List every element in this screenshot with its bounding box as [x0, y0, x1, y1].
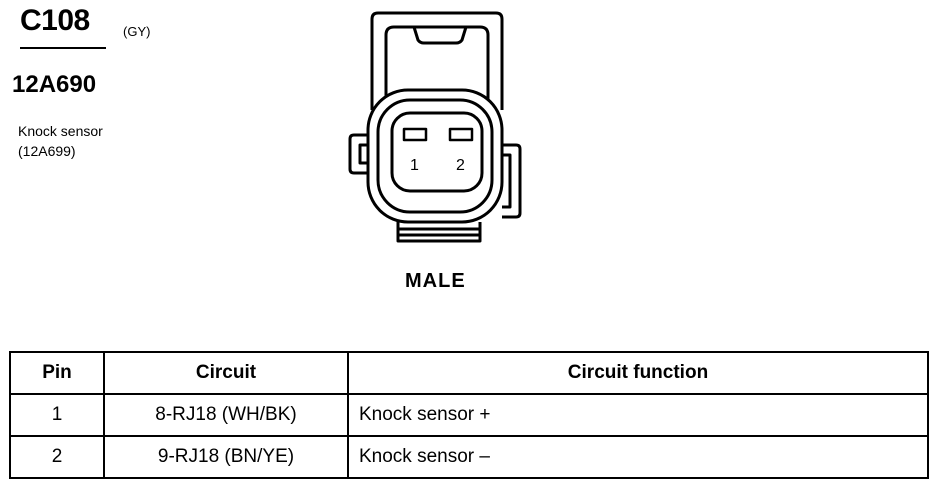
function-cell: Knock sensor + — [347, 393, 929, 437]
pin-cell: 1 — [9, 393, 105, 437]
connector-tab-right-inner — [502, 153, 512, 209]
header-circuit: Circuit — [103, 351, 349, 395]
connector-id-underline — [20, 47, 106, 49]
connector-tab-left — [348, 133, 368, 175]
connector-id: C108 — [20, 4, 90, 37]
connector-latch — [370, 11, 504, 110]
pin-2-terminal — [448, 127, 474, 142]
pin-2-label: 2 — [456, 157, 465, 174]
component-description: Knock sensor (12A699) — [18, 121, 103, 161]
function-cell: Knock sensor – — [347, 435, 929, 479]
connector-grip — [396, 222, 482, 243]
table-row: 2 9-RJ18 (BN/YE) Knock sensor – — [9, 435, 929, 479]
connector-tab-right — [502, 143, 522, 219]
connector-latch-notch — [412, 26, 468, 45]
table-header-row: Pin Circuit Circuit function — [9, 351, 929, 395]
pin-cavity — [390, 111, 484, 193]
header-pin: Pin — [9, 351, 105, 395]
component-name: Knock sensor — [18, 123, 103, 139]
circuit-cell: 9-RJ18 (BN/YE) — [103, 435, 349, 479]
pin-1-label: 1 — [410, 157, 419, 174]
connector-color: (GY) — [123, 24, 151, 39]
pin-1-terminal — [402, 127, 428, 142]
pin-cell: 2 — [9, 435, 105, 479]
view-label: MALE — [405, 270, 466, 292]
table-row: 1 8-RJ18 (WH/BK) Knock sensor + — [9, 393, 929, 437]
part-number: 12A690 — [12, 71, 97, 98]
circuit-cell: 8-RJ18 (WH/BK) — [103, 393, 349, 437]
connector-body-inner — [376, 98, 494, 214]
component-part-number: (12A699) — [18, 143, 76, 159]
header-circuit-function: Circuit function — [347, 351, 929, 395]
connector-tab-left-inner — [358, 143, 368, 165]
connector-latch-inner — [384, 25, 490, 110]
pinout-table: Pin Circuit Circuit function 1 8-RJ18 (W… — [9, 351, 929, 479]
connector-face-diagram: 1 2 — [348, 11, 522, 243]
